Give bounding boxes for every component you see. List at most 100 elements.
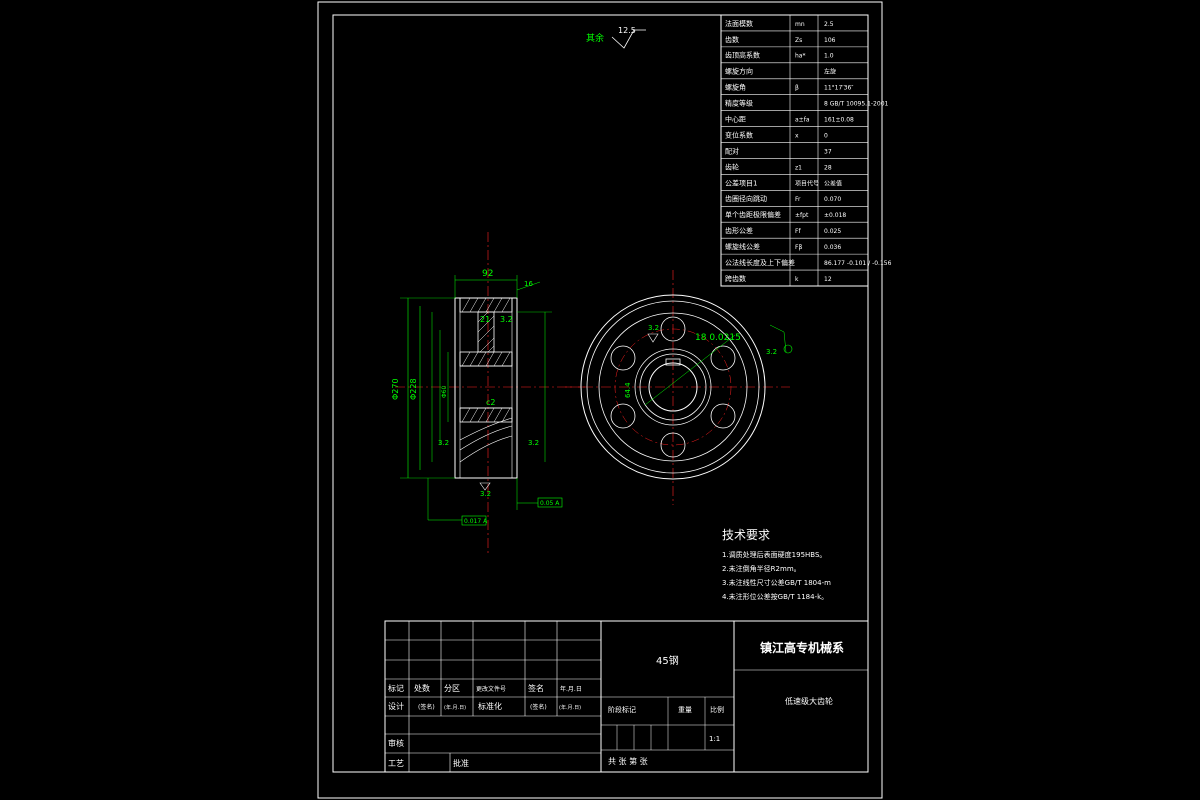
param-label: 螺旋线公差 <box>725 242 760 251</box>
company-name: 镇江高专机械系 <box>760 640 844 655</box>
param-label: 精度等级 <box>725 99 753 108</box>
standard-date: (年.月.日) <box>559 704 581 711</box>
design-date: (年.月.日) <box>444 704 466 711</box>
param-label: 齿圈径向跳动 <box>725 194 767 203</box>
dim-root-diameter: Φ228 <box>409 378 418 400</box>
review-label: 审核 <box>388 738 404 748</box>
param-label: 配对 <box>725 146 739 155</box>
param-value: 0.070 <box>824 196 841 203</box>
param-symbol: x <box>795 132 799 139</box>
keyway-dim: 18 0.0215 <box>695 333 741 343</box>
param-label: 单个齿距极限偏差 <box>725 210 781 219</box>
roughness-d: 3.2 <box>480 490 491 498</box>
param-symbol: k <box>795 276 799 283</box>
part-name: 低速级大齿轮 <box>785 696 833 706</box>
param-value: 左旋 <box>824 68 836 76</box>
scale-value: 1:1 <box>709 735 720 743</box>
param-symbol: Fr <box>795 196 801 203</box>
chamfer-c2: c2 <box>486 398 496 407</box>
param-value: 公差值 <box>824 179 842 187</box>
param-value: 0.036 <box>824 244 841 251</box>
section-view: 92 16 21 3.2 Φ270 Φ228 Φ60 c2 3.2 3.2 3.… <box>391 232 588 555</box>
front-view: 18 0.0215 64.4 3.2 3.2 <box>565 270 793 505</box>
roughness-e: 3.2 <box>648 324 659 332</box>
design-label: 设计 <box>388 701 404 711</box>
param-value: 0 <box>824 132 828 139</box>
tolerance-frame-b: 0.017 A <box>464 518 488 525</box>
title-block: 45钢 镇江高专机械系 低速级大齿轮 标记 处数 分区 更改文件号 签名 年.月… <box>384 620 869 773</box>
header-mark: 标记 <box>388 683 404 693</box>
tech-item-3: 3.未注线性尺寸公差GB/T 1804-m <box>722 578 831 587</box>
dim-width: 92 <box>482 269 493 279</box>
outer-frame <box>317 1 883 799</box>
roughness-b: 3.2 <box>438 439 449 447</box>
tolerance-frame-a: 0.05 A <box>540 500 560 507</box>
approve-label: 批准 <box>453 758 469 768</box>
weight-label: 重量 <box>678 706 692 714</box>
surface-roughness-note: 其余 12.5 <box>586 26 646 49</box>
tech-item-2: 2.未注倒角半径R2mm。 <box>722 564 801 573</box>
param-symbol: Fβ <box>795 244 802 251</box>
header-count: 处数 <box>414 683 430 693</box>
material: 45钢 <box>656 654 679 667</box>
stage-mark-label: 阶段标记 <box>608 705 636 714</box>
param-label: 法面模数 <box>725 19 753 28</box>
roughness-a: 3.2 <box>500 315 513 324</box>
param-value: 12 <box>824 276 832 283</box>
param-label: 齿轮 <box>725 162 739 171</box>
param-label: 公差项目1 <box>725 178 757 187</box>
dim-hub: 21 <box>480 315 490 324</box>
key-depth-dim: 64.4 <box>624 382 632 398</box>
tech-item-4: 4.未注形位公差按GB/T 1184-k。 <box>722 592 828 601</box>
header-date: 年.月.日 <box>560 685 582 693</box>
technical-requirements: 技术要求 1.调质处理后表面硬度195HBS。 2.未注倒角半径R2mm。 3.… <box>722 528 831 601</box>
tech-item-1: 1.调质处理后表面硬度195HBS。 <box>722 550 826 559</box>
param-label: 公法线长度及上下偏差 <box>725 258 795 267</box>
roughness-f: 3.2 <box>766 348 777 356</box>
param-value: 28 <box>824 164 832 171</box>
tech-title: 技术要求 <box>722 528 770 542</box>
param-symbol: 项目代号 <box>795 179 819 187</box>
standard-label: 标准化 <box>478 701 502 711</box>
dim-chamfer: 16 <box>524 280 533 288</box>
param-value: 8 GB/T 10095.1-2001 <box>824 101 889 108</box>
param-value: 161±0.08 <box>824 116 854 123</box>
param-symbol: mn <box>795 21 805 28</box>
craft-label: 工艺 <box>388 759 404 768</box>
param-value: 37 <box>824 148 832 155</box>
scale-label: 比例 <box>710 705 724 714</box>
header-zone: 分区 <box>444 684 460 693</box>
param-symbol: β <box>795 85 799 92</box>
param-value: 0.025 <box>824 228 841 235</box>
header-change: 更改文件号 <box>476 685 506 693</box>
param-label: 中心距 <box>725 114 746 123</box>
design-sign: (签名) <box>418 703 435 711</box>
param-value: 1.0 <box>824 53 834 60</box>
param-label: 齿形公差 <box>725 226 753 235</box>
param-label: 跨齿数 <box>725 274 746 283</box>
param-value: 106 <box>824 37 836 44</box>
dim-bore: Φ60 <box>441 385 448 398</box>
param-label: 变位系数 <box>725 130 753 139</box>
roughness-label: 其余 <box>586 32 604 44</box>
header-sign: 签名 <box>528 683 544 693</box>
dim-outer-diameter: Φ270 <box>391 378 400 400</box>
param-symbol: ha* <box>795 53 805 60</box>
param-value: 11°17′36″ <box>824 85 854 92</box>
param-value: 2.5 <box>824 21 834 28</box>
param-symbol: z1 <box>795 164 802 171</box>
param-label: 螺旋角 <box>725 83 746 92</box>
param-symbol: ±fpt <box>795 212 809 219</box>
param-value: ±0.018 <box>824 212 846 219</box>
param-symbol: Ff <box>795 228 801 235</box>
roughness-value: 12.5 <box>618 26 636 35</box>
param-label: 齿顶高系数 <box>725 51 760 60</box>
roughness-c: 3.2 <box>528 439 539 447</box>
param-value: 86.177 -0.101 / -0.156 <box>824 260 892 267</box>
sheet-label: 共 张 第 张 <box>608 756 648 766</box>
standard-sign: (签名) <box>530 703 547 711</box>
param-label: 螺旋方向 <box>725 67 753 76</box>
param-label: 齿数 <box>725 35 739 44</box>
